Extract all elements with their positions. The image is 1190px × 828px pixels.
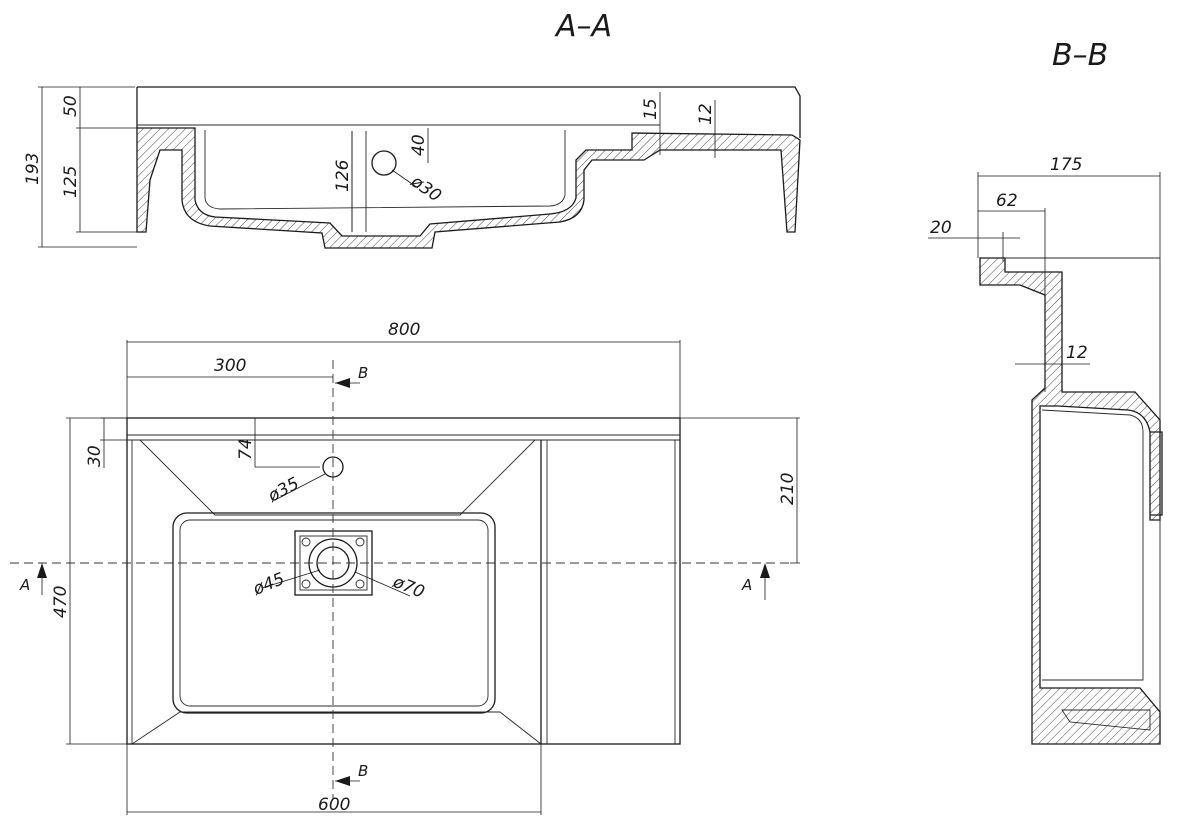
top-label-d45: ø45 (249, 569, 287, 600)
section-aa-title: A–A (554, 9, 612, 44)
top-label-d70: ø70 (389, 572, 427, 603)
top-label-600: 600 (318, 795, 350, 815)
bb-wall (979, 257, 1161, 745)
marker-b-top-arrow (335, 378, 350, 388)
marker-a-right-label: A (741, 576, 752, 594)
bb-label-12: 12 (1066, 343, 1088, 363)
bb-overflow (1150, 431, 1163, 516)
top-view: 800 300 600 30 74 ø35 210 470 ø45 (10, 320, 800, 815)
top-bowl-slope-front (131, 711, 542, 745)
bb-label-62: 62 (996, 191, 1018, 211)
top-leader-d35 (274, 473, 326, 501)
aa-label-126: 126 (333, 159, 353, 192)
aa-label-40: 40 (409, 134, 429, 156)
bb-basin-inner (1041, 409, 1144, 681)
aa-label-50: 50 (61, 95, 81, 117)
aa-label-125: 125 (61, 166, 81, 198)
top-outer-outline (126, 417, 681, 745)
aa-leader-d30 (391, 169, 419, 189)
section-bb-title: B–B (1052, 38, 1108, 73)
top-label-d35: ø35 (264, 474, 303, 507)
marker-b-bottom-arrow (335, 776, 350, 786)
aa-label-12: 12 (696, 103, 716, 125)
top-leader-d70 (354, 571, 411, 597)
section-aa-view: A–A 193 50 125 126 40 ø30 15 12 (23, 9, 801, 249)
marker-a-left-label: A (19, 576, 30, 594)
marker-a-left-arrow (37, 563, 47, 578)
top-bowl-slope-back (139, 439, 536, 516)
top-drain-screw-1 (301, 537, 311, 547)
aa-basin-wall (136, 127, 801, 249)
top-label-800: 800 (388, 320, 420, 340)
marker-b-bottom-label: B (358, 762, 368, 780)
aa-overflow-hole (371, 150, 397, 176)
top-label-210: 210 (778, 473, 798, 505)
aa-label-15: 15 (641, 98, 661, 120)
marker-b-top-label: B (358, 364, 368, 382)
top-label-30: 30 (85, 445, 105, 467)
aa-label-193: 193 (23, 153, 43, 185)
marker-a-right-arrow (760, 563, 770, 578)
bb-label-175: 175 (1050, 155, 1082, 175)
section-bb-view: B–B 175 62 20 12 (928, 38, 1163, 745)
top-label-74: 74 (236, 438, 256, 460)
top-label-470: 470 (51, 586, 71, 618)
top-label-300: 300 (214, 356, 246, 376)
top-drain-screw-2 (355, 537, 365, 547)
top-drain-screw-4 (355, 579, 365, 589)
aa-label-d30: ø30 (406, 171, 445, 206)
aa-top-outline (137, 86, 801, 138)
top-bowl-outline (172, 512, 496, 714)
top-leader-d45 (261, 569, 321, 589)
bb-label-20: 20 (930, 218, 952, 238)
bb-foot (1061, 709, 1151, 731)
aa-basin-inner (204, 130, 566, 210)
top-drain-screw-3 (301, 579, 311, 589)
top-bowl-inner (179, 519, 489, 707)
